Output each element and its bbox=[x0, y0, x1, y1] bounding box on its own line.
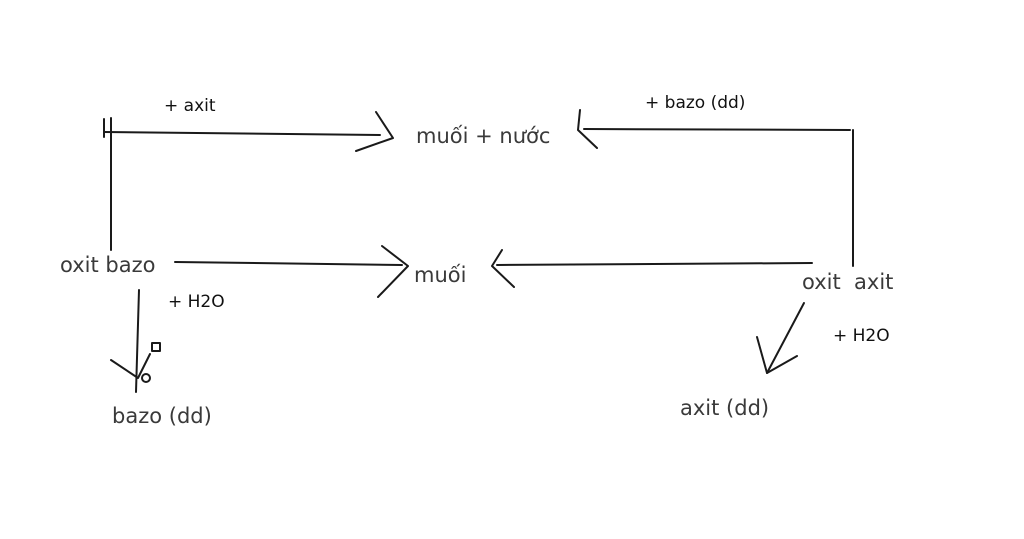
edge-oxit-bazo-to-muoi bbox=[174, 245, 409, 298]
node-oxit-bazo: oxit bazo bbox=[60, 253, 155, 277]
arrowhead-middle-right bbox=[491, 249, 515, 288]
label-plus-axit: + axit bbox=[164, 96, 216, 116]
label-plus-h2o-right: + H2O bbox=[833, 326, 890, 346]
edge-line-middle-right bbox=[496, 262, 813, 266]
node-oxit-axit: oxit axit bbox=[802, 270, 893, 294]
pen-mark-square bbox=[151, 342, 161, 352]
edge-oxit-bazo-to-muoi-nuoc bbox=[103, 111, 394, 251]
arrowhead-top-right bbox=[577, 109, 598, 149]
edge-line-bottom-left bbox=[135, 289, 140, 393]
edge-oxit-axit-to-axit-dd bbox=[756, 302, 805, 374]
node-muoi: muối bbox=[414, 263, 466, 287]
arrowhead-top-left bbox=[355, 111, 394, 152]
arrowhead-middle-left bbox=[377, 245, 409, 298]
edge-line-horizontal-top-right bbox=[583, 128, 851, 131]
edge-oxit-bazo-to-bazo-dd bbox=[110, 289, 161, 393]
node-axit-dd: axit (dd) bbox=[680, 396, 769, 420]
edge-oxit-axit-to-muoi bbox=[491, 249, 813, 288]
edge-oxit-axit-to-muoi-nuoc bbox=[577, 109, 854, 267]
edge-line-middle-left bbox=[174, 261, 403, 266]
label-plus-bazo-dd: + bazo (dd) bbox=[645, 93, 745, 113]
edge-line-bottom-right bbox=[766, 302, 805, 374]
edge-line-horizontal-top-left bbox=[103, 131, 381, 136]
node-bazo-dd: bazo (dd) bbox=[112, 404, 212, 428]
arrowhead-bottom-left bbox=[110, 353, 151, 379]
label-plus-h2o-left: + H2O bbox=[168, 292, 225, 312]
arrowhead-bottom-right bbox=[756, 336, 798, 374]
pen-mark-circle bbox=[141, 373, 151, 383]
node-muoi-nuoc: muối + nước bbox=[416, 124, 550, 148]
